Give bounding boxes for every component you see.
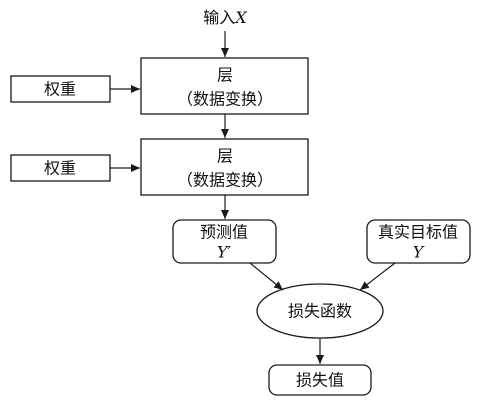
weights-1-box [10,75,111,103]
prediction-variable: Y′ [217,243,232,262]
layer-1-subtitle: （数据变换） [177,90,273,109]
prediction-box [172,219,277,264]
target-label: 真实目标值 [378,223,458,242]
layer-1-box [140,57,309,115]
loss-value-label: 损失值 [296,371,344,390]
input-label: 输入X [203,8,247,27]
layer-2-subtitle: （数据变换） [177,171,273,190]
layer-1-title: 层 [217,66,233,85]
edge-target-to-loss-function [359,262,396,291]
layer-2-title: 层 [217,147,233,166]
edge-prediction-to-loss-function [249,262,284,291]
target-variable: Y [413,243,425,262]
prediction-label: 预测值 [200,223,248,242]
weights-2-label: 权重 [44,159,76,178]
loss-value-box [268,364,372,396]
loss-function-label: 损失函数 [288,302,352,321]
layer-2-box [140,138,309,196]
target-box [366,219,471,264]
weights-1-label: 权重 [44,80,76,99]
